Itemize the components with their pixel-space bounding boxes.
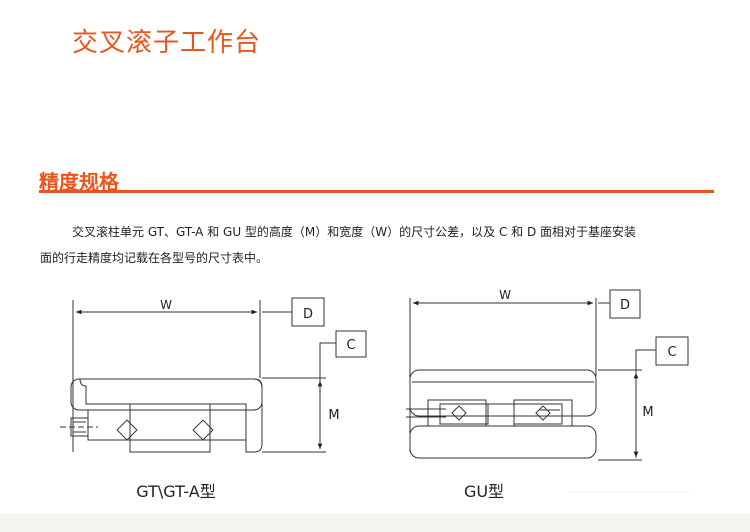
gu-width-label: W bbox=[499, 288, 511, 302]
gt-base-left bbox=[87, 409, 131, 441]
gu-caption: GU型 bbox=[464, 482, 504, 501]
gt-base-right bbox=[209, 409, 247, 441]
page-title: 交叉滚子工作台 bbox=[72, 28, 262, 58]
gu-carriage-inner-left bbox=[439, 403, 489, 425]
description-line-1: 交叉滚柱单元 GT、GT-A 和 GU 型的高度（M）和宽度（W）的尺寸公差，以… bbox=[40, 219, 720, 245]
gu-carriage-left bbox=[427, 399, 487, 427]
gt-roller-left bbox=[116, 419, 138, 441]
gu-roller-right bbox=[535, 405, 551, 421]
gu-c-box bbox=[655, 336, 689, 366]
gt-c-box bbox=[335, 330, 367, 358]
gt-roller-right bbox=[192, 419, 214, 441]
precision-diagrams: W D C M GT\GT-A型 bbox=[0, 280, 750, 510]
gu-d-label: D bbox=[620, 298, 630, 313]
description-text-1: 交叉滚柱单元 GT、GT-A 和 GU 型的高度（M）和宽度（W）的尺寸公差，以… bbox=[72, 225, 637, 239]
gt-caption: GT\GT-A型 bbox=[136, 482, 216, 501]
gu-lower-block bbox=[409, 425, 597, 459]
gt-diagram bbox=[60, 297, 367, 453]
gt-height-label: M bbox=[328, 408, 339, 423]
footer-band bbox=[0, 514, 750, 532]
gu-roller-left bbox=[451, 405, 467, 421]
description-line-2: 面的行走精度均记载在各型号的尺寸表中。 bbox=[40, 251, 269, 265]
gu-carriage-inner-right bbox=[513, 403, 563, 425]
gt-c-label: C bbox=[346, 338, 355, 353]
gu-c-leader bbox=[635, 349, 656, 458]
gu-height-label: M bbox=[642, 405, 653, 420]
section-divider bbox=[39, 190, 714, 193]
gt-upper-outline bbox=[70, 378, 263, 411]
gt-center-rail bbox=[129, 403, 211, 453]
gt-d-box bbox=[291, 297, 325, 327]
gu-d-box bbox=[609, 289, 641, 319]
gt-d-label: D bbox=[303, 307, 313, 322]
gt-width-label: W bbox=[160, 298, 172, 312]
precision-description: 交叉滚柱单元 GT、GT-A 和 GU 型的高度（M）和宽度（W）的尺寸公差，以… bbox=[40, 219, 720, 271]
diagram-svg: W D C M GT\GT-A型 bbox=[60, 288, 690, 501]
gt-upper-block bbox=[79, 378, 263, 453]
gu-c-label: C bbox=[667, 345, 676, 360]
gu-diagram bbox=[406, 289, 689, 461]
